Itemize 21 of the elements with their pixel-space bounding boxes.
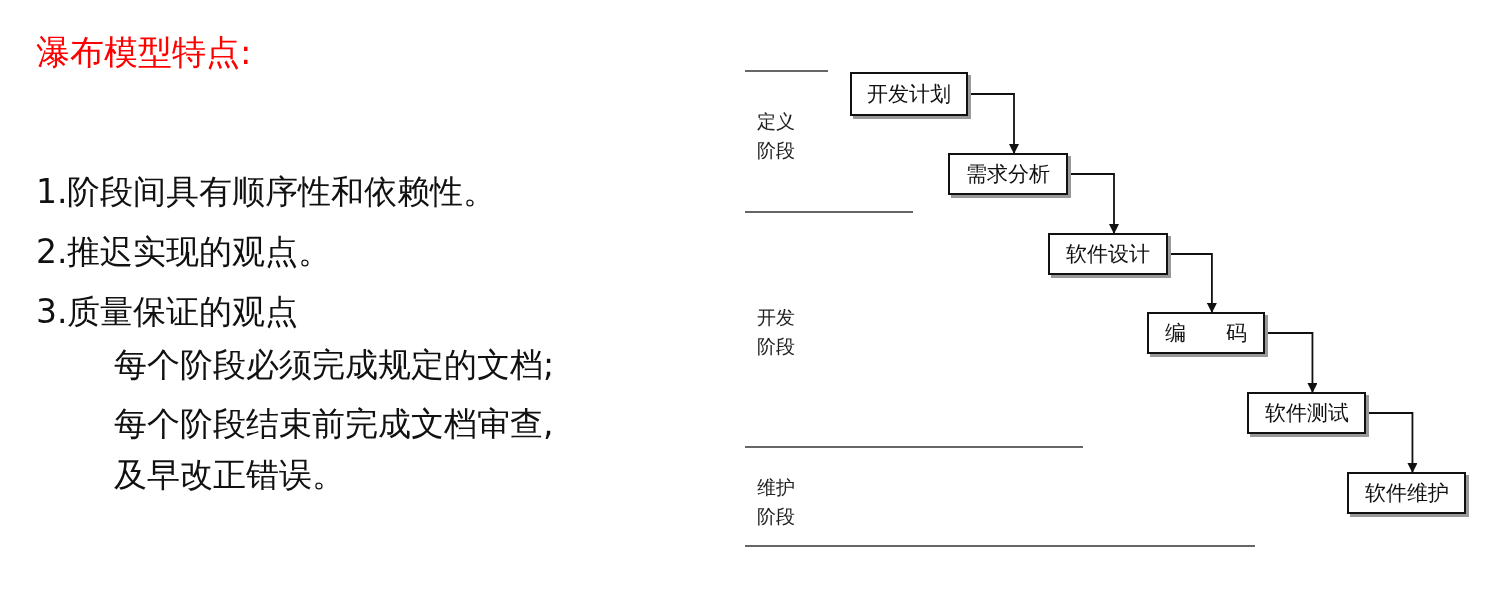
step-label: 开发计划 (867, 81, 951, 108)
process-box (948, 153, 1068, 195)
step-label: 编 码 (1164, 320, 1248, 347)
stage-label: 维护阶段 (757, 475, 795, 530)
point-text: 1.阶段间具有顺序性和依赖性。 (36, 172, 497, 212)
point-text: 3.质量保证的观点 (36, 292, 299, 332)
step-label: 需求分析 (966, 161, 1050, 188)
process-box (1247, 392, 1366, 434)
stage-label: 定义阶段 (757, 109, 795, 164)
title: 瀑布模型特点: (36, 31, 252, 74)
process-box (1147, 312, 1265, 354)
step-label: 软件测试 (1264, 400, 1349, 427)
process-box (850, 72, 968, 116)
point-text: 每个阶段结束前完成文档审查,及早改正错误。 (114, 403, 555, 497)
step-label: 软件维护 (1364, 480, 1449, 507)
process-box (1347, 472, 1466, 514)
process-box (1048, 233, 1168, 275)
point-text: 2.推迟实现的观点。 (36, 232, 332, 272)
point-text: 每个阶段必须完成规定的文档; (114, 345, 555, 385)
step-label: 软件设计 (1066, 241, 1150, 268)
stage-label: 开发阶段 (757, 305, 795, 360)
